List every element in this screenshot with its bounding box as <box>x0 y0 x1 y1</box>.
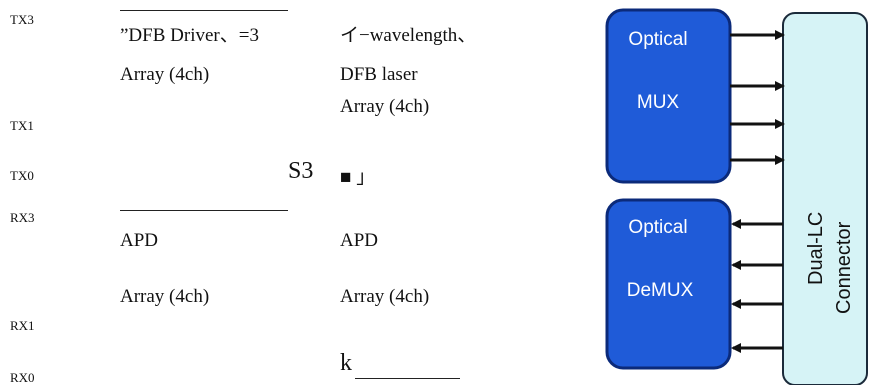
apd-left-line1: APD <box>120 230 159 251</box>
signal-label-rx3: RX3 <box>10 210 35 225</box>
optical-demux-block <box>605 198 732 370</box>
apd-right-line2: Array (4ch) <box>340 286 430 307</box>
laser-text-line3: Array (4ch) <box>340 96 430 117</box>
connector-label-line1: Dual-LC <box>805 212 827 285</box>
connector-block <box>782 12 868 385</box>
middle-rule <box>120 210 288 211</box>
laser-text-line1: イ−wavelength、 <box>340 25 477 46</box>
driver-label: ”DFB Driver、=3 <box>120 25 259 46</box>
k-label: k <box>340 350 352 376</box>
mux-label-line2: MUX <box>637 92 680 113</box>
signal-label-rx0: RX0 <box>10 370 35 385</box>
mark-label: ■ 」 <box>340 167 376 188</box>
demux-label-line1: Optical <box>628 217 687 238</box>
laser-text-line2: DFB laser <box>340 64 418 85</box>
top-rule <box>120 10 288 11</box>
apd-left-line2: Array (4ch) <box>120 286 210 307</box>
signal-label-tx3: TX3 <box>10 12 34 27</box>
mux-label-line1: Optical <box>628 29 687 50</box>
signal-label-tx1: TX1 <box>10 118 34 133</box>
apd-right-line1: APD <box>340 230 379 251</box>
signal-label-rx1: RX1 <box>10 318 35 333</box>
optical-mux-block <box>605 8 732 184</box>
s3-label: S3 <box>288 158 314 184</box>
driver-text-line2: Array (4ch) <box>120 64 210 85</box>
signal-label-tx0: TX0 <box>10 168 34 183</box>
connector-label-line2: Connector <box>833 221 855 314</box>
driver-text-line1: ”DFB Driver、=3 <box>120 20 259 47</box>
demux-label-line2: DeMUX <box>627 280 694 301</box>
optical-block-diagram: Dual-LC Connector Optical MUX Optical De… <box>605 8 868 385</box>
bottom-rule <box>355 378 460 379</box>
